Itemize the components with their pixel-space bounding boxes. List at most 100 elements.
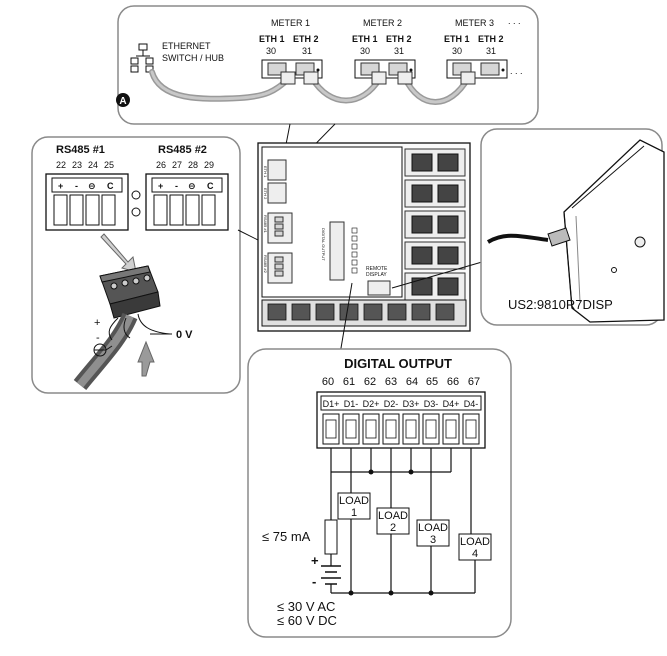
rj45-plug bbox=[303, 71, 319, 85]
zero-volt-label: 0 V bbox=[176, 329, 193, 341]
load-4-number: 4 bbox=[472, 548, 478, 560]
current-limit-label: ≤ 75 mA bbox=[262, 529, 311, 544]
do-pin: 60 bbox=[322, 376, 334, 388]
meter-3-continuation: . . . bbox=[508, 16, 521, 26]
rs485-2-symbol: + bbox=[158, 181, 163, 191]
source-plus-label: + bbox=[311, 553, 319, 568]
rs485-1-symbol: C bbox=[107, 181, 114, 191]
display-cable bbox=[486, 233, 549, 244]
do-terminal-block: D1+ D1- D2+ D2- D3+ D3- D4+ D4- bbox=[316, 391, 486, 449]
rj45-plug bbox=[280, 71, 296, 85]
meter-1-pin2: 31 bbox=[302, 46, 312, 56]
load-1-word: LOAD bbox=[339, 495, 369, 507]
rs485-2-symbol: C bbox=[207, 181, 214, 191]
do-terminal: D2+ bbox=[363, 399, 380, 409]
meter-rs485-1-label: RS485 #1 bbox=[263, 215, 268, 234]
do-terminal: D3- bbox=[424, 399, 439, 409]
meter-1-eth1: ETH 1 bbox=[259, 34, 285, 44]
rs485-plug bbox=[99, 265, 161, 319]
load-3-number: 3 bbox=[430, 534, 436, 546]
remote-display-panel: US2:9810R7DISP bbox=[480, 128, 665, 326]
rs485-2-symbol: - bbox=[175, 181, 178, 191]
rs485-2-title: RS485 #2 bbox=[158, 144, 207, 156]
do-pin: 65 bbox=[426, 376, 438, 388]
meter-unit: ETH 1 ETH 2 RS485 #1 RS485 #2 DIGITAL OU… bbox=[257, 142, 471, 332]
meter-digital-output-block bbox=[329, 221, 345, 281]
rs485-2-pin: 26 bbox=[156, 160, 166, 170]
meter-3-pin2: 31 bbox=[486, 46, 496, 56]
do-pin: 61 bbox=[343, 376, 355, 388]
rs485-panel: RS485 #1 RS485 #2 22 23 24 25 26 27 28 2… bbox=[31, 136, 241, 394]
voltage-dc-label: ≤ 60 V DC bbox=[277, 613, 337, 628]
do-pin: 64 bbox=[406, 376, 418, 388]
load-2-number: 2 bbox=[390, 522, 396, 534]
do-terminal: D1- bbox=[344, 399, 359, 409]
meter-3-pin1: 30 bbox=[452, 46, 462, 56]
rs485-1-pin: 25 bbox=[104, 160, 114, 170]
do-terminal: D2- bbox=[384, 399, 399, 409]
rs485-1-pin: 24 bbox=[88, 160, 98, 170]
do-pin: 67 bbox=[468, 376, 480, 388]
marker-a-badge bbox=[116, 93, 130, 107]
rs485-1-symbol: + bbox=[58, 181, 63, 191]
rs485-2-pin: 28 bbox=[188, 160, 198, 170]
remote-display-label-1: REMOTE bbox=[366, 266, 388, 272]
rs485-2-pin: 27 bbox=[172, 160, 182, 170]
load-4: LOAD 4 bbox=[458, 533, 492, 561]
switch-label-line1: ETHERNET bbox=[162, 41, 211, 51]
load-1-number: 1 bbox=[351, 507, 357, 519]
load-3-word: LOAD bbox=[418, 522, 448, 534]
ethernet-switch-icon bbox=[130, 43, 154, 73]
load-2-word: LOAD bbox=[378, 510, 408, 522]
push-arrow-icon bbox=[137, 340, 155, 377]
source-minus-label: - bbox=[312, 574, 316, 589]
meter-eth1-label: ETH 1 bbox=[263, 166, 268, 178]
rs485-1-pin: 22 bbox=[56, 160, 66, 170]
meter-3-eth2: ETH 2 bbox=[478, 34, 504, 44]
rs485-1-symbol: ⊖ bbox=[88, 181, 96, 191]
load-1: LOAD 1 bbox=[337, 492, 371, 520]
rs485-1-symbol: - bbox=[75, 181, 78, 191]
shield-ground-icon bbox=[93, 343, 113, 357]
rs485-plus-label: + bbox=[94, 317, 100, 329]
do-terminal: D4- bbox=[464, 399, 479, 409]
meter-digital-output-label: DIGITAL OUTPUT bbox=[321, 228, 326, 261]
resistor bbox=[324, 519, 338, 555]
meter-1-name: METER 1 bbox=[271, 18, 310, 28]
do-pin: 62 bbox=[364, 376, 376, 388]
meter-rs485-2-label: RS485 #2 bbox=[263, 255, 268, 274]
meter-2-ports: METER 2 ETH 1 ETH 2 30 31 bbox=[352, 18, 416, 85]
meter-2-pin1: 30 bbox=[360, 46, 370, 56]
do-pin: 63 bbox=[385, 376, 397, 388]
digital-output-panel: DIGITAL OUTPUT 60 61 62 63 64 65 66 67 D… bbox=[247, 348, 512, 638]
meter-eth-port-2 bbox=[267, 182, 287, 204]
rs485-1-pin: 23 bbox=[72, 160, 82, 170]
rj45-plug bbox=[460, 71, 476, 85]
remote-display-port bbox=[367, 280, 391, 296]
meter-2-eth1: ETH 1 bbox=[352, 34, 378, 44]
load-2: LOAD 2 bbox=[376, 507, 410, 535]
do-terminal: D1+ bbox=[323, 399, 340, 409]
rs485-minus-label: - bbox=[96, 332, 100, 344]
meter-2-pin2: 31 bbox=[394, 46, 404, 56]
do-terminal: D4+ bbox=[443, 399, 460, 409]
meter-1-pin1: 30 bbox=[266, 46, 276, 56]
do-pin: 66 bbox=[447, 376, 459, 388]
meter-2-eth2: ETH 2 bbox=[386, 34, 412, 44]
do-terminal: D3+ bbox=[403, 399, 420, 409]
marker-a-text: A bbox=[119, 96, 126, 107]
display-model-label: US2:9810R7DISP bbox=[508, 297, 613, 312]
rs485-1-connector: + - ⊖ C bbox=[45, 173, 129, 231]
rs485-2-connector: + - ⊖ C bbox=[145, 173, 229, 231]
digital-output-title: DIGITAL OUTPUT bbox=[344, 356, 452, 371]
ethernet-panel: ETHERNET SWITCH / HUB A METER 1 ETH 1 ET… bbox=[116, 5, 539, 125]
do-wiring bbox=[321, 448, 476, 596]
do-pin-numbers: 60 61 62 63 64 65 66 67 bbox=[322, 376, 480, 388]
remote-display-label-2: DISPLAY bbox=[366, 272, 387, 278]
rs485-2-symbol: ⊖ bbox=[188, 181, 196, 191]
meter-2-name: METER 2 bbox=[363, 18, 402, 28]
meter-1-ports: METER 1 ETH 1 ETH 2 30 31 bbox=[259, 18, 323, 85]
meter-eth2-label: ETH 2 bbox=[263, 188, 268, 200]
meter-right-modules bbox=[404, 148, 466, 301]
